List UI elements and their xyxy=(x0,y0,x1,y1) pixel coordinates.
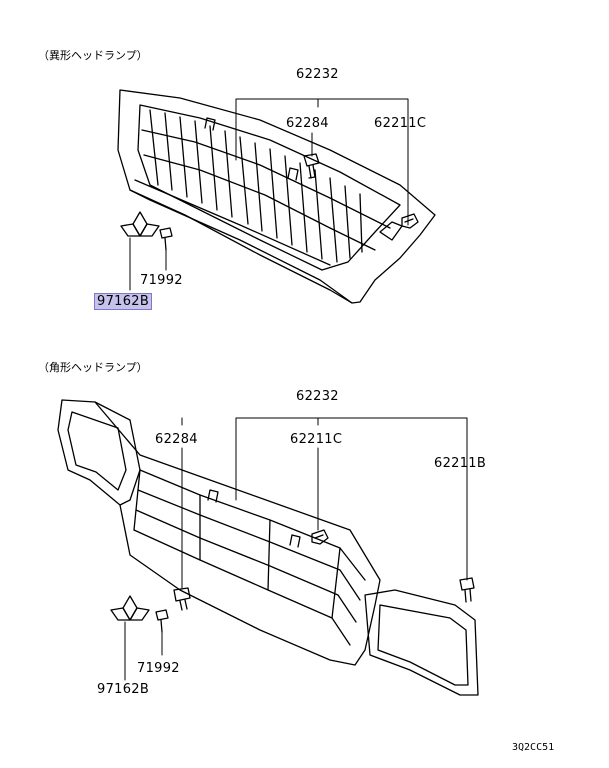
top-screw xyxy=(159,227,173,251)
label-bottom-grille: 62232 xyxy=(296,389,339,404)
bottom-grille xyxy=(57,399,479,696)
section-title-bottom: （角形ヘッドランプ） xyxy=(38,361,148,374)
label-bottom-screw: 71992 xyxy=(137,661,180,676)
bottom-bolt-62284 xyxy=(173,587,191,611)
section-title-top: （異形ヘッドランプ） xyxy=(38,49,148,62)
label-top-bolt: 62284 xyxy=(286,116,329,131)
label-top-emblem[interactable]: 97162B xyxy=(94,293,153,310)
top-grille xyxy=(117,89,436,304)
label-top-screw: 71992 xyxy=(140,273,183,288)
bottom-screw xyxy=(155,609,169,633)
label-bottom-bolt: 62284 xyxy=(155,432,198,447)
label-top-grille: 62232 xyxy=(296,67,339,82)
bottom-leaders xyxy=(124,417,468,681)
top-leaders xyxy=(129,98,409,291)
top-bolt-62284 xyxy=(303,153,320,179)
label-bottom-emblem: 97162B xyxy=(97,682,150,697)
label-bottom-clip-c: 62211C xyxy=(290,432,343,447)
top-emblem xyxy=(120,211,160,237)
diagram-code: 3Q2CC51 xyxy=(512,742,555,753)
label-bottom-clip-b: 62211B xyxy=(434,456,487,471)
bottom-clip-62211B xyxy=(459,577,475,603)
bottom-emblem xyxy=(110,595,150,621)
label-top-clip-c: 62211C xyxy=(374,116,427,131)
